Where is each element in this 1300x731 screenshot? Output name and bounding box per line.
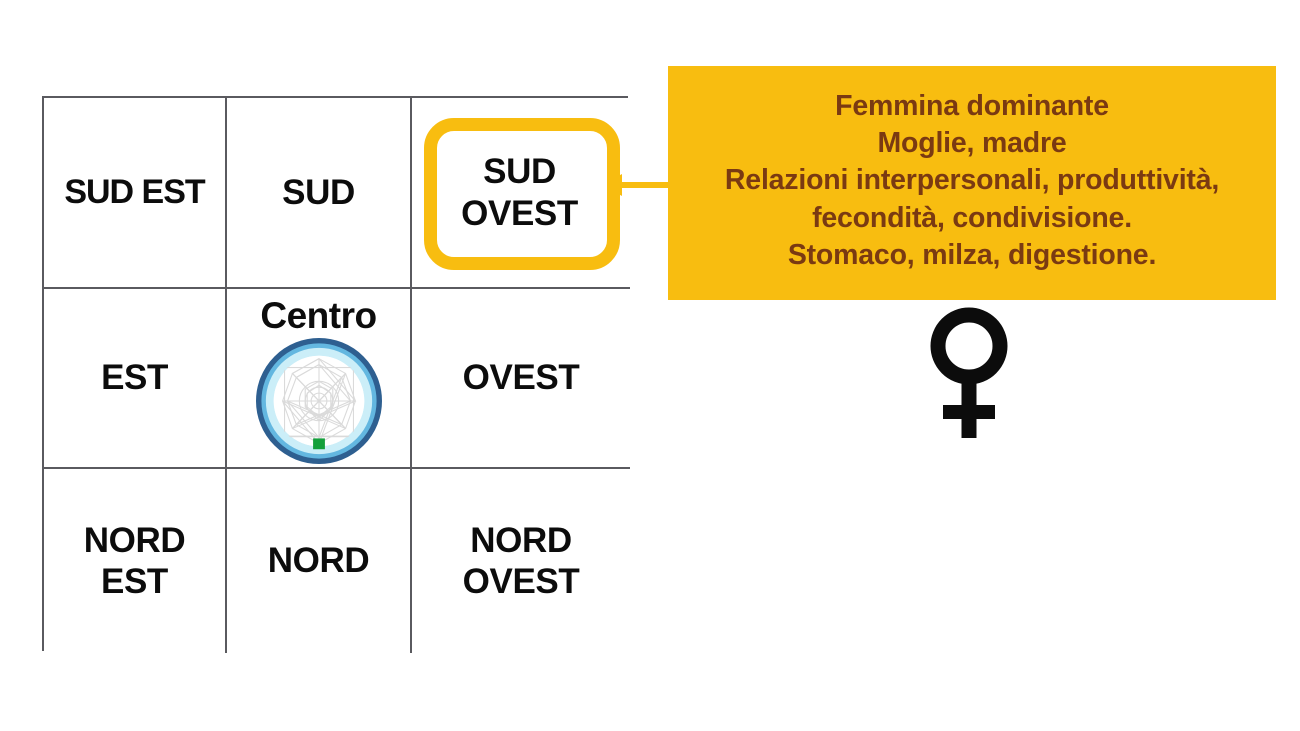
- grid-cell-est[interactable]: EST: [44, 289, 227, 469]
- sud-ovest-highlight-box: [424, 118, 620, 270]
- cell-label-est: EST: [101, 358, 168, 398]
- grid-cell-ovest[interactable]: OVEST: [412, 289, 630, 469]
- bagua-directions-grid: SUD EST SUD SUD OVEST EST Centro: [42, 96, 630, 653]
- venus-female-symbol: [930, 307, 1008, 438]
- callout-box: Femmina dominante Moglie, madre Relazion…: [668, 66, 1276, 300]
- grid-cell-sud-ovest[interactable]: SUD OVEST: [412, 98, 630, 289]
- centro-content: Centro: [255, 289, 383, 467]
- cell-label-nord: NORD: [267, 541, 370, 581]
- callout-text: Femmina dominante Moglie, madre Relazion…: [724, 90, 1220, 271]
- mandala-circle-logo: [255, 338, 382, 464]
- cell-label-nord-ovest: NORD OVEST: [462, 520, 580, 601]
- cell-label-ovest: OVEST: [462, 358, 580, 398]
- grid-cell-nord-ovest[interactable]: NORD OVEST: [412, 469, 630, 653]
- cell-label-sud-est: SUD EST: [64, 173, 205, 212]
- cell-label-centro: Centro: [260, 295, 377, 336]
- cell-label-nord-est: NORD EST: [83, 520, 186, 601]
- grid-cell-centro[interactable]: Centro: [227, 289, 412, 469]
- grid-cell-sud-est[interactable]: SUD EST: [44, 98, 227, 289]
- grid-cell-nord[interactable]: NORD: [227, 469, 412, 653]
- cell-label-sud: SUD: [282, 172, 355, 212]
- green-square-marker: [312, 438, 325, 450]
- grid-cell-nord-est[interactable]: NORD EST: [44, 469, 227, 653]
- cell-label-sud-ovest: SUD OVEST: [461, 152, 578, 233]
- grid-cell-sud[interactable]: SUD: [227, 98, 412, 289]
